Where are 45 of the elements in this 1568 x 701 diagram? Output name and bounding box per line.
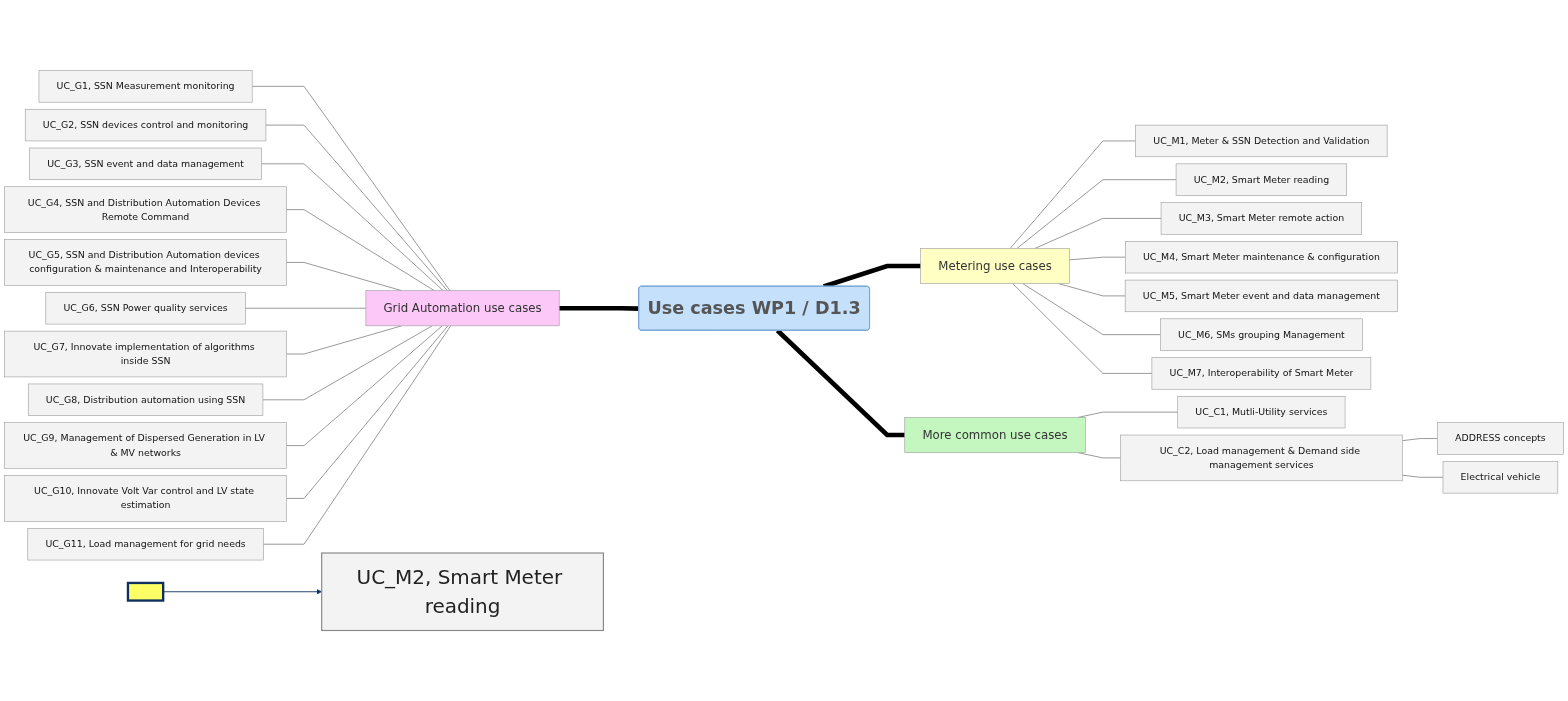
node-box: UC_G2, SSN devices control and monitoring [24,108,267,142]
connector [1401,438,1438,442]
connector [265,124,448,292]
connector [1022,283,1161,336]
node-box [126,581,165,602]
node-box: UC_M6, SMs grouping Management [1160,318,1363,351]
connector [286,325,443,447]
connector [1012,283,1153,374]
node-box: UC_M1, Meter & SSN Detection and Validation [1135,124,1388,158]
node-box: Metering use cases [920,248,1070,284]
node-box: UC_G8, Distribution automation using SSN [27,383,264,416]
connector [1034,218,1162,249]
connector [286,209,435,292]
connector [1009,140,1137,249]
node-box: UC_G3, SSN event and data management [29,147,262,180]
connector [1068,256,1126,261]
node-box: UC_G7, Innovate implementation of algorithms inside SSN [4,330,287,378]
node-box: Grid Automation use cases [365,290,560,327]
node-box: UC_C2, Load management & Demand side management services [1120,434,1403,482]
node-box: Electrical vehicle [1442,461,1559,494]
connector [262,325,433,401]
node-box: ADDRESS concepts [1437,422,1564,455]
connector [261,163,444,292]
node-box: UC_G6, SSN Power quality services [45,292,246,325]
node-box: UC_C1, Mutli-Utility services [1177,396,1346,429]
node-box: UC_M7, Interoperability of Smart Meter [1151,357,1372,390]
node-box: More common use cases [904,417,1086,453]
connector [244,307,367,309]
connector [251,85,451,292]
connector [1016,179,1177,249]
connector [559,305,639,311]
connector [262,325,452,545]
node-box: UC_G10, Innovate Volt Var control and LV state estimation [4,475,287,522]
connector [286,325,449,499]
node-box: UC_M4, Smart Meter maintenance & configuration [1125,241,1398,274]
node-box: UC_G1, SSN Measurement monitoring [38,70,253,103]
node-box: UC_M3, Smart Meter remote action [1160,202,1363,235]
node-box: UC_G4, SSN and Distribution Automation Devices Remote Command [4,186,287,233]
connector [1401,474,1444,478]
node-box: UC_M2, Smart Meter reading [1175,163,1347,196]
node-box: UC_G11, Load management for grid needs [27,528,264,561]
node-box: UC_G9, Management of Dispersed Generation in LV & MV networks [4,422,287,469]
node-box: UC_M5, Smart Meter event and data management [1124,279,1398,313]
node-box: UC_M2, Smart Meter reading [321,552,604,632]
node-box: UC_G5, SSN and Distribution Automation devices configuration & maintenance and Interoperability [4,239,287,286]
